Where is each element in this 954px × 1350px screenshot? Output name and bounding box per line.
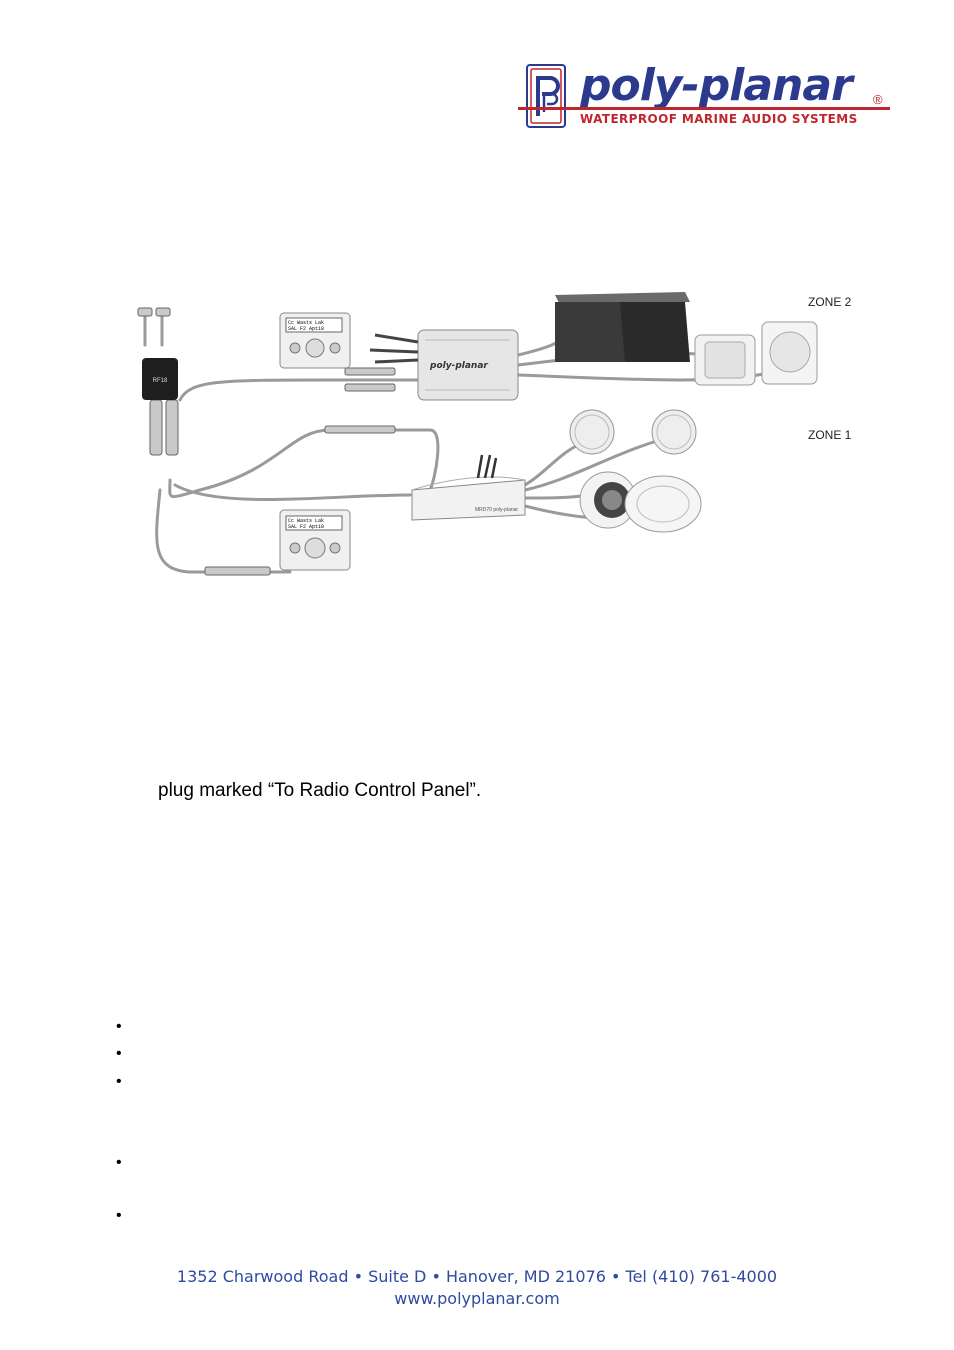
hub-module-label: RF18 [153,378,168,384]
zone1-flush-speaker-round [579,471,637,529]
wiring-diagram: RF18 Cc Wasts Lak SAL F2 Apt18 Cc Wasts … [137,292,818,576]
zone1-ceiling-speaker-1 [569,409,615,455]
registered-mark: ® [873,92,883,107]
bullet-marker: • [116,1154,122,1171]
control-panel-bottom: Cc Wasts Lak SAL F2 Apt18 [279,509,351,571]
footer-website-link[interactable]: www.polyplanar.com [394,1289,560,1308]
panel-bottom-screen-line1: Cc Wasts Lak [288,518,324,524]
logo-divider [518,107,890,110]
receiver-label: MRD70 poly-planar [475,507,518,513]
company-logo: poly-planar ® WATERPROOF MARINE AUDIO SY… [518,60,898,132]
bullet-marker: • [116,1018,122,1035]
bullet-marker: • [116,1045,122,1062]
bullet-marker: • [116,1207,122,1224]
panel-top-screen-line2: SAL F2 Apt18 [288,326,324,332]
amplifier: poly-planar [369,329,519,401]
footer-address: 1352 Charwood Road • Suite D • Hanover, … [176,1267,778,1286]
zone-2-label: ZONE 2 [808,295,852,309]
poly-planar-logo-mark-icon [526,64,566,128]
bullet-marker: • [116,1073,122,1090]
subwoofer-enclosure [555,292,690,362]
logo-tagline: WATERPROOF MARINE AUDIO SYSTEMS [580,112,858,126]
zone-1-label: ZONE 1 [808,428,852,442]
zone2-box-speaker-left [694,334,756,386]
zone1-ceiling-speaker-2 [651,409,697,455]
zone1-flush-speaker-oval [624,475,702,533]
panel-bottom-screen-line2: SAL F2 Apt18 [288,524,324,530]
amplifier-label: poly-planar [429,361,488,371]
hub-module [142,358,178,400]
zone2-box-speaker-right [761,321,818,385]
zone-receiver: MRD70 poly-planar [411,454,526,521]
control-panel-top: Cc Wasts Lak SAL F2 Apt18 [279,312,351,369]
panel-top-screen-line1: Cc Wasts Lak [288,320,324,326]
logo-wordmark: poly-planar [580,60,853,111]
body-text-line: plug marked “To Radio Control Panel”. [158,780,482,801]
